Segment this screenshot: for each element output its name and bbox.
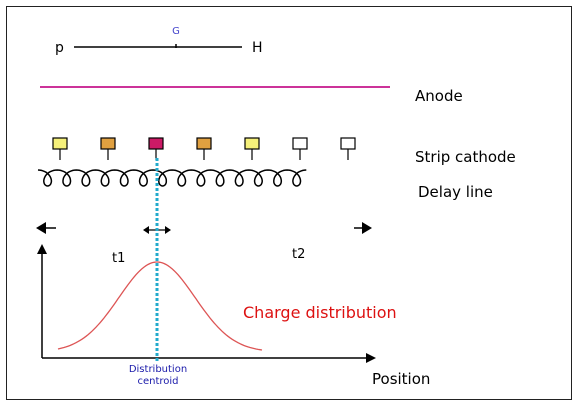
x-axis <box>42 353 376 363</box>
right-arrow <box>354 222 372 234</box>
t1-label: t1 <box>112 251 125 266</box>
p-label: p <box>55 40 64 56</box>
delay-line-label: Delay line <box>418 183 493 201</box>
y-axis <box>37 244 47 358</box>
delay-line-coil <box>37 169 307 187</box>
charge-distribution-label: Charge distribution <box>243 303 397 322</box>
centroid-label-line1: Distribution <box>129 364 187 375</box>
cathode-pad <box>340 137 356 160</box>
centroid-label-line2: centroid <box>137 376 178 387</box>
cathode-pad <box>292 137 308 160</box>
strip-cathode-label: Strip cathode <box>415 148 516 166</box>
cathode-pad <box>148 137 164 160</box>
cathode-pad <box>100 137 116 160</box>
anode-label: Anode <box>415 87 463 105</box>
strip-cathode-pads <box>52 137 356 160</box>
cathode-pad <box>244 137 260 160</box>
h-label: H <box>252 40 263 56</box>
position-label: Position <box>372 370 430 388</box>
left-arrow <box>36 222 56 234</box>
t2-label: t2 <box>292 247 305 262</box>
cathode-pad <box>196 137 212 160</box>
cathode-pad <box>52 137 68 160</box>
charge-distribution-curve <box>57 261 263 351</box>
g-label: G <box>172 26 180 37</box>
diagram-frame <box>6 6 572 400</box>
